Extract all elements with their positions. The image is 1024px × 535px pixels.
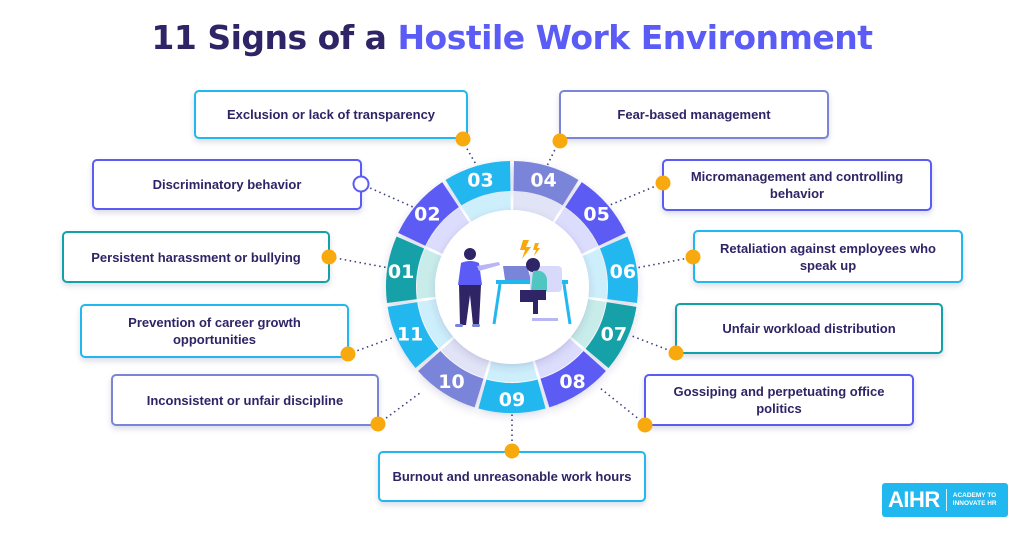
segment-number-03: 03 (467, 170, 493, 192)
ring-segment-05 (565, 182, 626, 246)
segment-number-11: 11 (397, 324, 423, 346)
connector-dot-02 (352, 175, 370, 193)
sign-card-08: Gossiping and perpetuating office politi… (644, 374, 914, 426)
title-highlight: Hostile Work Environment (397, 18, 873, 57)
sign-label: Micromanagement and controlling behavior (690, 169, 904, 201)
sign-label: Fear-based management (617, 107, 771, 122)
segment-number-01: 01 (388, 261, 414, 283)
numbered-ring: 01 02 03 04 05 06 07 08 09 10 11 (385, 161, 638, 414)
sign-label: Retaliation against employees who speak … (720, 240, 936, 273)
ring-segment-10 (418, 350, 484, 408)
sign-label: Burnout and unreasonable work hours (392, 469, 632, 484)
connector-dot-11 (340, 346, 356, 362)
sign-card-06: Retaliation against employees who speak … (693, 230, 963, 283)
ring-segment-02 (398, 182, 459, 246)
connector-dot-03 (455, 131, 471, 147)
sign-label: Exclusion or lack of transparency (226, 107, 436, 122)
segment-number-09: 09 (499, 389, 525, 411)
connector-dot-05 (655, 175, 671, 191)
inner-band-09 (486, 361, 538, 382)
sign-label: Prevention of career growth opportunitie… (128, 315, 301, 347)
connector-dot-01 (321, 249, 337, 265)
sign-label: Persistent harassment or bullying (91, 249, 301, 265)
sign-card-01: Persistent harassment or bullying (62, 231, 330, 283)
inner-band-02 (426, 207, 470, 254)
page-title: 11 Signs of a Hostile Work Environment (0, 18, 1024, 57)
logo-divider (945, 489, 947, 511)
logo-mark: AIHR (888, 487, 940, 512)
sign-card-11: Prevention of career growth opportunitie… (80, 304, 349, 358)
inner-band-08 (534, 338, 583, 378)
segment-number-02: 02 (414, 204, 440, 226)
sign-label: Unfair workload distribution (722, 321, 896, 336)
ring-segment-07 (585, 302, 637, 369)
inner-ring (417, 192, 607, 382)
inner-band-07 (570, 299, 606, 349)
sign-label: Discriminatory behavior (152, 177, 302, 192)
segment-number-10: 10 (438, 371, 464, 393)
connector-dot-07 (668, 345, 684, 361)
inner-band-11 (418, 299, 454, 349)
inner-band-01 (417, 248, 442, 300)
segment-number-05: 05 (583, 204, 609, 226)
connector-dot-09 (504, 443, 520, 459)
segment-number-06: 06 (610, 261, 636, 283)
sign-card-05: Micromanagement and controlling behavior (662, 159, 932, 211)
sign-card-03: Exclusion or lack of transparency (194, 90, 468, 139)
sign-card-10: Inconsistent or unfair discipline (111, 374, 379, 426)
ring-segment-11 (387, 302, 439, 369)
ring-segment-09 (478, 379, 546, 414)
sign-card-02: Discriminatory behavior (92, 159, 362, 210)
sign-card-04: Fear-based management (559, 90, 829, 139)
ring-segment-03 (445, 161, 511, 206)
inner-band-05 (554, 207, 598, 254)
ring-segment-04 (513, 161, 579, 206)
inner-band-10 (441, 338, 490, 378)
title-prefix: 11 Signs of a (151, 18, 398, 57)
inner-band-06 (582, 248, 607, 300)
segment-number-08: 08 (559, 371, 585, 393)
connector-dot-04 (552, 133, 568, 149)
ring-segment-08 (540, 350, 606, 408)
sign-label: Gossiping and perpetuating office politi… (673, 384, 885, 416)
connector-dot-08 (637, 417, 653, 433)
segment-number-07: 07 (601, 324, 627, 346)
segment-number-04: 04 (530, 170, 556, 192)
ring-segment-06 (599, 236, 638, 303)
inner-band-04 (513, 192, 563, 222)
sign-card-09: Burnout and unreasonable work hours (378, 451, 646, 502)
stressed-employee-illustration-icon (455, 240, 572, 327)
connector-dot-06 (685, 249, 701, 265)
inner-band-03 (461, 192, 511, 222)
connector-dot-10 (370, 416, 386, 432)
sign-label: Inconsistent or unfair discipline (146, 392, 344, 408)
sign-card-07: Unfair workload distribution (675, 303, 943, 354)
ring-segment-01 (385, 236, 425, 303)
